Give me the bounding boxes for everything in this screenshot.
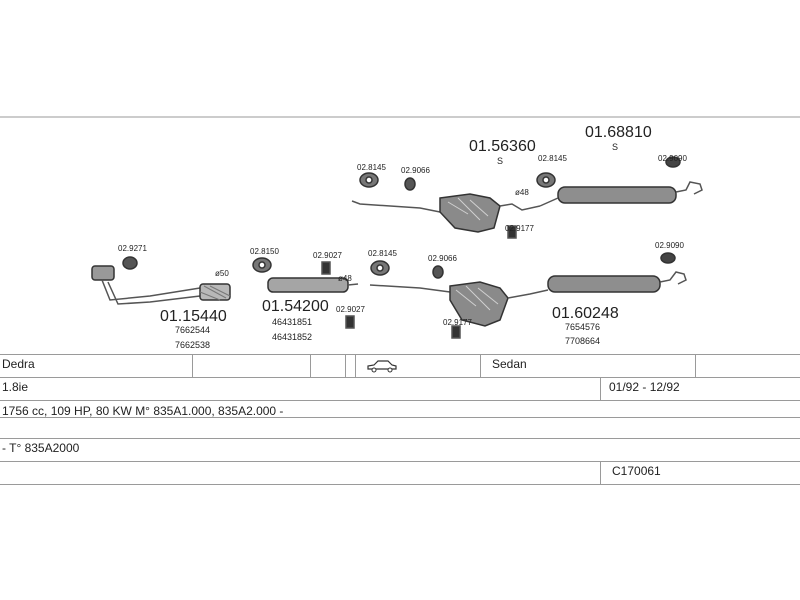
type-cell: - T° 835A2000: [2, 441, 80, 455]
front-pipe-oe-2: 7662538: [175, 340, 210, 350]
lower-tailpipe: [659, 271, 687, 285]
lower-rear-oe-2: 7708664: [565, 336, 600, 346]
table-line-7: [0, 484, 800, 485]
upper-rear-symbol: S: [612, 142, 618, 152]
front-pipe-2: [107, 281, 201, 305]
code-cell: C170061: [612, 464, 661, 478]
years-cell: 01/92 - 12/92: [609, 380, 680, 394]
front-pipe: [101, 279, 201, 301]
cat-part-number: 01.54200: [262, 298, 329, 315]
upper-hanger-icon: [665, 156, 681, 168]
upper-tailpipe: [675, 181, 703, 195]
lower-gasket-icon: [432, 265, 444, 279]
table-line-6: [0, 461, 800, 462]
upper-mount-icon: [507, 225, 517, 239]
lower-gasket-label: 02.9066: [428, 254, 457, 263]
lower-inlet-pipe: [369, 284, 451, 293]
cat-clamp-label: 02.8150: [250, 247, 279, 256]
upper-connector-pipe: [499, 203, 541, 211]
lower-exhaust-system: [91, 252, 687, 339]
spec-cell: 1756 cc, 109 HP, 80 KW M° 835A1.000, 835…: [2, 404, 284, 418]
upper-rear-inlet: [539, 197, 559, 207]
lower-clamp-label: 02.8145: [368, 249, 397, 258]
upper-clamp-1-label: 02.8145: [357, 163, 386, 172]
upper-diameter-label: ø48: [515, 188, 529, 197]
upper-clamp-2-label: 02.8145: [538, 154, 567, 163]
front-pipe-flange: [91, 265, 115, 281]
upper-hanger-label: 02.9090: [658, 154, 687, 163]
lower-mount-label: 02.9177: [443, 318, 472, 327]
model-cell: Dedra: [2, 357, 35, 371]
catalyst: [267, 277, 349, 293]
upper-gasket-1-label: 02.9066: [401, 166, 430, 175]
table-line-5: [0, 438, 800, 439]
table-line-3: [0, 400, 800, 401]
cat-mount-icon: [321, 261, 331, 275]
lower-rear-muffler: [547, 275, 661, 293]
cat-oe-1: 46431851: [272, 317, 312, 327]
upper-middle-muffler: [439, 193, 501, 233]
table-line-2: [0, 377, 800, 378]
lower-rear-oe-1: 7654576: [565, 322, 600, 332]
front-hanger-icon: [122, 256, 138, 270]
cat-diameter-label: ø48: [338, 274, 352, 283]
front-pipe-part-number: 01.15440: [160, 308, 227, 325]
lower-mount-icon: [451, 325, 461, 339]
body-type-cell: Sedan: [492, 357, 527, 371]
front-hanger-label: 02.9271: [118, 244, 147, 253]
lower-hanger-label: 02.9090: [655, 241, 684, 250]
upper-mount-label: 02.9177: [505, 224, 534, 233]
catalyst-outlet: [347, 283, 359, 286]
lower-hanger-icon: [660, 252, 676, 264]
table-line-1: [0, 354, 800, 355]
front-diameter-label: ø50: [215, 269, 229, 278]
table-line-4: [0, 417, 800, 418]
cat-mount-label: 02.9027: [313, 251, 342, 260]
upper-muffler-symbol: S: [497, 156, 503, 166]
upper-inlet-pipe: [351, 200, 441, 213]
upper-exhaust-system: [351, 156, 703, 239]
cat-mount-2-label: 02.9027: [336, 305, 365, 314]
lower-rear-part-number: 01.60248: [552, 305, 619, 322]
upper-rear-muffler: [557, 186, 677, 204]
upper-muffler-hatch: [447, 197, 489, 221]
lower-middle-muffler: [449, 281, 509, 327]
upper-muffler-part-number: 01.56360: [469, 138, 536, 155]
engine-cell: 1.8ie: [2, 380, 29, 394]
upper-rear-part-number: 01.68810: [585, 124, 652, 141]
upper-gasket-1-icon: [404, 177, 416, 191]
cat-mount-2-icon: [345, 315, 355, 329]
lower-connector-pipe: [507, 289, 549, 299]
front-pipe-oe-1: 7662544: [175, 325, 210, 335]
sedan-car-icon: [367, 360, 397, 373]
cat-oe-2: 46431852: [272, 332, 312, 342]
